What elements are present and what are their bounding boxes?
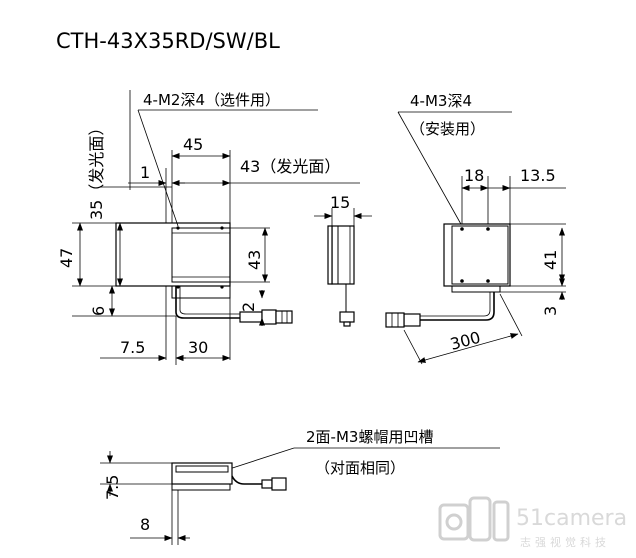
dim-2: 2 xyxy=(239,302,258,312)
connector xyxy=(403,313,421,327)
dim-3: 3 xyxy=(541,306,560,316)
drawing-title: CTH-43X35RD/SW/BL xyxy=(56,29,280,53)
label-back-holes-note: （安装用） xyxy=(410,120,485,138)
side-body xyxy=(331,225,355,285)
side-view: 15 xyxy=(314,193,372,327)
hole-icon xyxy=(460,279,464,283)
dim-300: 300 xyxy=(448,328,482,354)
cable xyxy=(231,475,262,485)
dim-15: 15 xyxy=(330,193,350,212)
connector xyxy=(261,479,273,489)
dim-7-5: 7.5 xyxy=(120,338,145,357)
bottom-body xyxy=(171,462,233,485)
light-face xyxy=(171,227,231,283)
label-bottom-slot: 2面-M3螺帽用凹槽 xyxy=(306,428,433,446)
dim-1: 1 xyxy=(140,163,150,182)
hole-icon xyxy=(486,279,490,283)
dim-bottom-8: 8 xyxy=(140,515,150,534)
hole-icon xyxy=(176,285,180,289)
watermark-brand: 51camera xyxy=(516,506,627,531)
cable xyxy=(175,286,240,319)
dim-41: 41 xyxy=(541,250,560,270)
hole-icon xyxy=(176,226,180,230)
dim-43-v: 43 xyxy=(245,250,264,270)
dim-45: 45 xyxy=(183,135,203,154)
dim-13-5: 13.5 xyxy=(520,166,556,185)
dim-18: 18 xyxy=(464,166,484,185)
label-front-holes: 4-M2深4（选件用） xyxy=(143,91,280,109)
bottom-view: 2面-M3螺帽用凹槽 （对面相同） 7.5 8 xyxy=(100,428,500,545)
hole-icon xyxy=(460,227,464,231)
front-view: 4-M2深4（选件用） 45 1 43（发光面） 35（发光面） 47 43 6… xyxy=(57,90,360,365)
watermark-logo: 51camera 志强视觉科技 xyxy=(438,496,627,549)
hole-icon xyxy=(486,227,490,231)
dim-43-light: 43（发光面） xyxy=(240,157,340,176)
back-view: 4-M3深4 （安装用） 18 13.5 41 3 xyxy=(385,92,566,365)
watermark-sub: 志强视觉科技 xyxy=(520,535,610,549)
back-body xyxy=(443,223,511,287)
label-back-holes: 4-M3深4 xyxy=(410,92,472,110)
hole-icon xyxy=(220,226,224,230)
housing-outer xyxy=(115,222,231,287)
label-bottom-slot-note: （对面相同） xyxy=(315,459,405,477)
camera-logo-icon xyxy=(438,496,510,542)
dim-bottom-7-5: 7.5 xyxy=(103,475,122,500)
dim-35-light: 35（发光面） xyxy=(87,120,106,220)
dim-47: 47 xyxy=(57,248,76,268)
dim-6: 6 xyxy=(89,306,108,316)
side-connector xyxy=(339,311,355,323)
dim-30: 30 xyxy=(188,338,208,357)
cable xyxy=(420,292,495,321)
hole-icon xyxy=(220,285,224,289)
connector xyxy=(239,311,263,323)
